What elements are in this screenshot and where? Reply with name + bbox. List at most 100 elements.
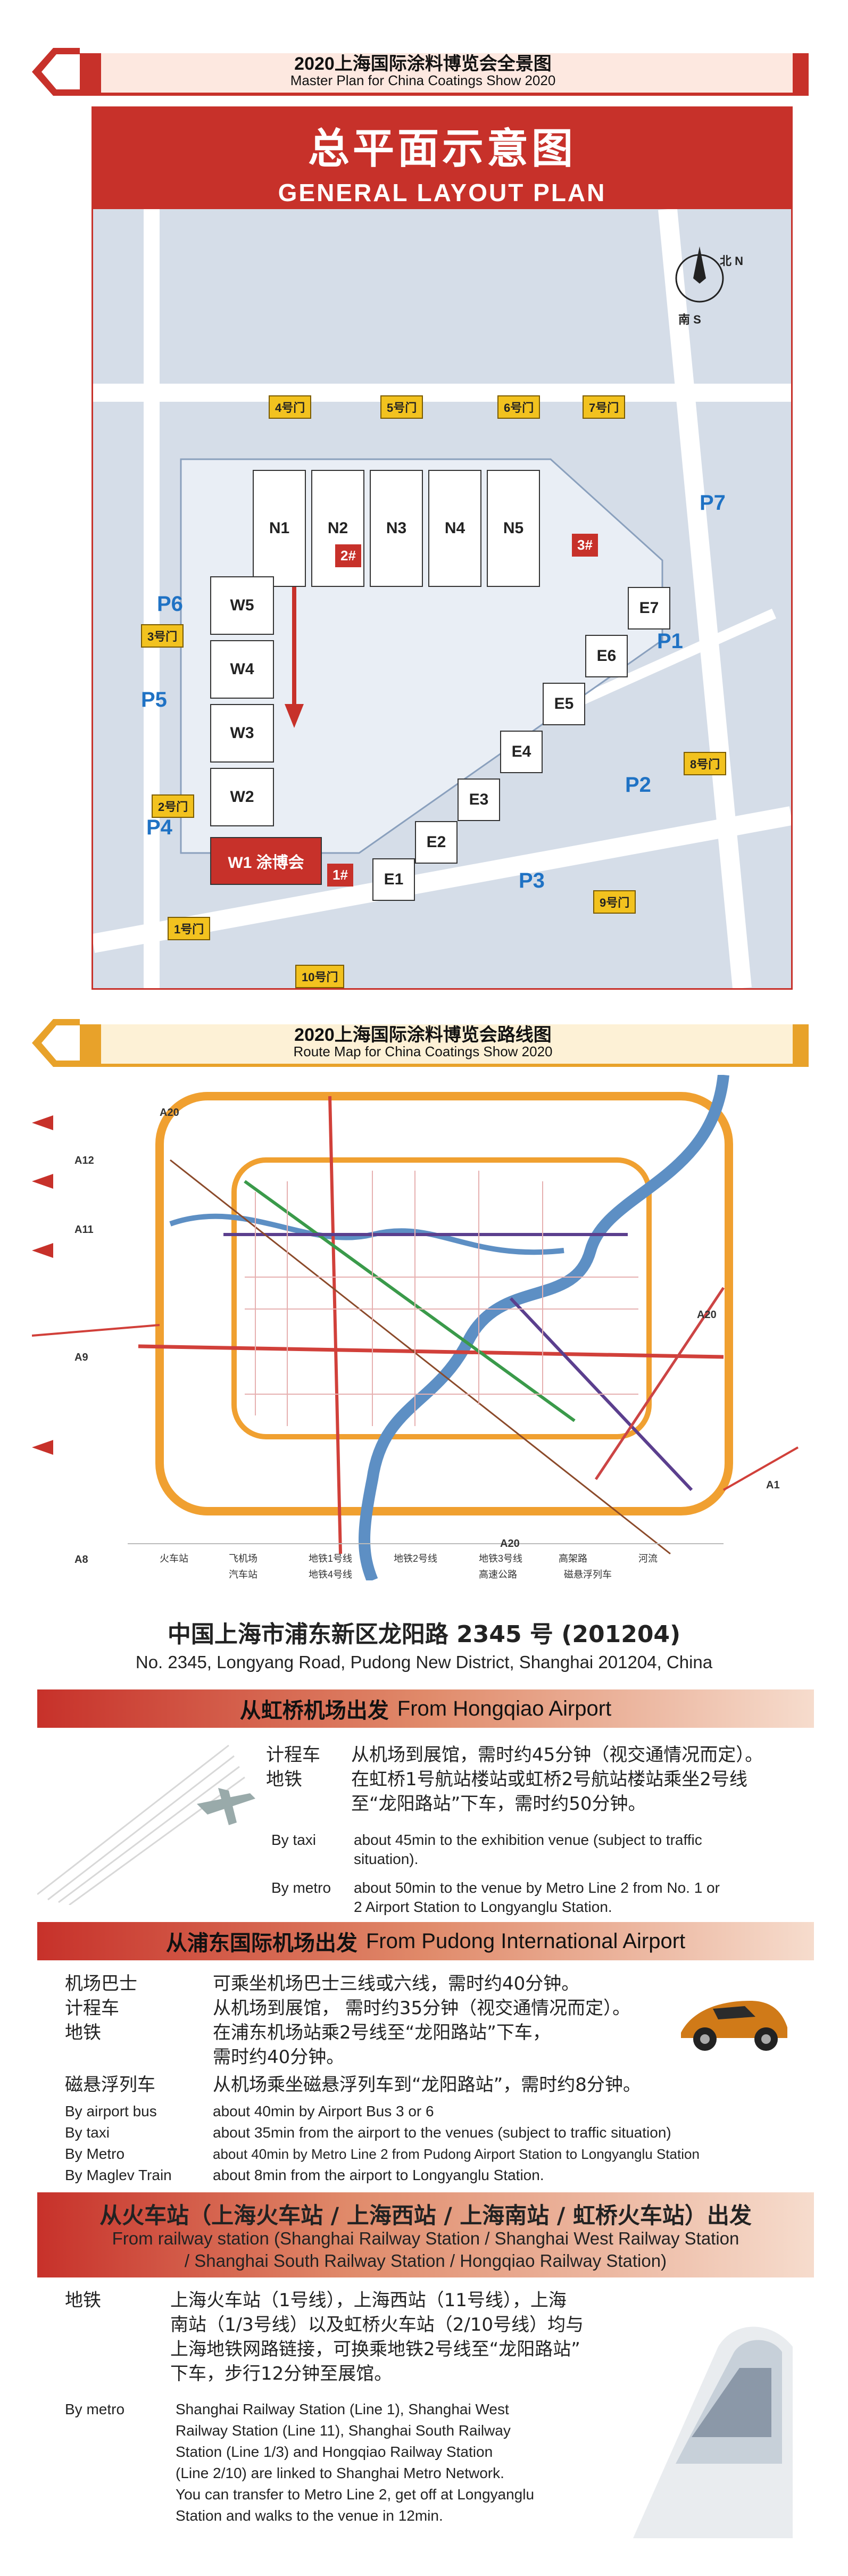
legend-airport: 飞机场 (229, 1553, 257, 1564)
railway-en-line-1: Shanghai Railway Station (Line 1), Shang… (176, 2401, 509, 2417)
legend-metro-3: 地铁3号线 (479, 1553, 523, 1564)
hongqiao-cn-metro-text: 在虹桥1号航站楼站或虹桥2号航站楼站乘坐2号线 (351, 1769, 747, 1790)
hongqiao-en-taxi-text-2: situation). (354, 1851, 419, 1867)
plan-banner: 2020上海国际涂料博览会全景图 Master Plan for China C… (32, 43, 814, 101)
hongqiao-cn-taxi-text: 从机场到展馆，需时约45分钟（视交通情况而定）。 (351, 1744, 763, 1766)
hall-n5: N5 (487, 470, 540, 587)
banner-ribbon-graphic (32, 48, 809, 96)
railway-en-line-4: (Line 2/10) are linked to Shanghai Metro… (176, 2465, 504, 2481)
railway-en-line-5: You can transfer to Metro Line 2, get of… (176, 2486, 535, 2503)
hongqiao-en-taxi-label: By taxi (271, 1832, 317, 1848)
legend-train-station: 火车站 (160, 1553, 188, 1564)
gate-3: 3号门 (141, 624, 184, 648)
pudong-en-taxi-label: By taxi (65, 2124, 110, 2141)
parking-p7: P7 (700, 491, 726, 515)
hall-w3: W3 (210, 704, 274, 763)
hall-e4: E4 (500, 731, 543, 773)
road-a20-east: A20 (697, 1309, 717, 1321)
car-illustration (681, 2001, 787, 2051)
route-ribbon-graphic (32, 1019, 809, 1067)
pudong-en-maglev-text: about 8min from the airport to Longyangl… (213, 2167, 544, 2183)
section-pudong-header: 从浦东国际机场出发 From Pudong International Airp… (37, 1922, 814, 1960)
parking-p2: P2 (625, 773, 651, 797)
railway-en-line-3: Station (Line 1/3) and Hongqiao Railway … (176, 2444, 493, 2460)
gate-10: 10号门 (295, 965, 345, 988)
legend-maglev: 磁悬浮列车 (564, 1569, 612, 1580)
hall-n3: N3 (370, 470, 423, 587)
railway-title-en-2: / Shanghai South Railway Station / Hongq… (184, 2251, 667, 2271)
pudong-en-taxi-text: about 35min from the airport to the venu… (213, 2124, 671, 2141)
hongqiao-en-taxi-text: about 45min to the exhibition venue (sub… (354, 1832, 702, 1848)
railway-cn-label: 地铁 (65, 2290, 101, 2311)
road-a20-north: A20 (160, 1107, 179, 1119)
route-banner-title-cn: 2020上海国际涂料博览会路线图 (294, 1025, 552, 1045)
entrance-1: 1# (327, 864, 353, 887)
legend-expressway: 高速公路 (479, 1569, 517, 1580)
gate-2: 2号门 (152, 794, 195, 818)
hall-e2: E2 (415, 821, 458, 864)
road-a1: A1 (766, 1479, 780, 1491)
parking-p4: P4 (146, 816, 172, 839)
route-banner-title-en: Route Map for China Coatings Show 2020 (293, 1043, 553, 1059)
railway-title-cn: 从火车站（上海火车站 / 上海西站 / 上海南站 / 虹桥火车站）出发 (99, 2202, 752, 2229)
hall-w4: W4 (210, 640, 274, 699)
pudong-title-en: From Pudong International Airport (365, 1929, 686, 1953)
hongqiao-en-metro-label: By metro (271, 1879, 331, 1896)
section-hongqiao-header: 从虹桥机场出发 From Hongqiao Airport (37, 1689, 814, 1728)
pudong-cn-maglev-text: 从机场乘坐磁悬浮列车到“龙阳路站”，需时约8分钟。 (213, 2074, 641, 2095)
pudong-cn-taxi-label: 计程车 (65, 1998, 119, 2019)
parking-p1: P1 (657, 629, 683, 653)
route-map: A20 A12 A11 A9 A8 A1 A20 A20 火车站 飞机场 地铁1… (31, 1074, 814, 1583)
pudong-title-cn: 从浦东国际机场出发 (165, 1932, 358, 1955)
route-map-graphic (31, 1074, 814, 1583)
railway-en-line-6: Station and walks to the venue in 12min. (176, 2507, 443, 2524)
hongqiao-en-metro-text-2: 2 Airport Station to Longyanglu Station. (354, 1899, 612, 1915)
pudong-en-maglev-label: By Maglev Train (65, 2167, 172, 2183)
airplane-illustration (37, 1744, 255, 1905)
parking-p3: P3 (519, 869, 545, 892)
train-illustration (633, 2326, 793, 2538)
plan-header: 总平面示意图 GENERAL LAYOUT PLAN (93, 108, 791, 209)
legend-metro-1: 地铁1号线 (309, 1553, 353, 1564)
road-a8: A8 (74, 1554, 88, 1566)
hongqiao-en-metro-text: about 50min to the venue by Metro Line 2… (354, 1879, 720, 1896)
hall-n1: N1 (253, 470, 306, 587)
parking-p5: P5 (141, 688, 167, 711)
pudong-cn-taxi-text: 从机场到展馆， 需时约35分钟（视交通情况而定）。 (213, 1998, 631, 2019)
gate-5: 5号门 (380, 395, 423, 419)
pudong-cn-bus-text: 可乘坐机场巴士三线或六线，需时约40分钟。 (213, 1973, 580, 1994)
hall-e7: E7 (628, 587, 670, 629)
section-railway-header: 从火车站（上海火车站 / 上海西站 / 上海南站 / 虹桥火车站）出发 From… (37, 2192, 814, 2277)
gate-1: 1号门 (168, 917, 211, 940)
legend-river: 河流 (638, 1553, 658, 1564)
compass-south: 南 S (678, 313, 701, 326)
pudong-cn-metro-text-2: 需时约40分钟。 (213, 2047, 345, 2068)
railway-en-label: By metro (65, 2401, 125, 2417)
hall-e5: E5 (543, 683, 585, 725)
hongqiao-cn-metro-text-2: 至“龙阳路站”下车，需时约50分钟。 (351, 1793, 646, 1815)
road-a9: A9 (74, 1352, 88, 1363)
hall-w2: W2 (210, 768, 274, 826)
pudong-en-metro-label: By Metro (65, 2146, 125, 2162)
compass-north: 北 N (720, 254, 744, 268)
entrance-2: 2# (335, 544, 361, 567)
legend-elevated-road: 高架路 (559, 1553, 587, 1564)
railway-cn-line-1: 上海火车站（1号线），上海西站（11号线），上海 (170, 2290, 567, 2311)
gate-6: 6号门 (497, 395, 541, 419)
plan-title-cn: 总平面示意图 (307, 125, 576, 173)
railway-cn-line-3: 上海地铁网路链接，可换乘地铁2号线至“龙阳路站” (170, 2339, 580, 2360)
legend-bus-station: 汽车站 (229, 1569, 257, 1580)
hongqiao-title-en: From Hongqiao Airport (397, 1696, 612, 1720)
entrance-3: 3# (572, 534, 598, 557)
pudong-cn-metro-text: 在浦东机场站乘2号线至“龙阳路站”下车， (213, 2022, 551, 2043)
railway-title-en-1: From railway station (Shanghai Railway S… (112, 2229, 739, 2248)
pudong-cn-maglev-label: 磁悬浮列车 (65, 2074, 155, 2095)
pudong-en-bus-label: By airport bus (65, 2103, 157, 2119)
legend-metro-2: 地铁2号线 (394, 1553, 438, 1564)
pudong-en-bus-text: about 40min by Airport Bus 3 or 6 (213, 2103, 434, 2119)
hall-e3: E3 (458, 778, 500, 821)
hongqiao-cn-taxi-label: 计程车 (266, 1744, 320, 1766)
gate-8: 8号门 (684, 752, 727, 775)
plan-banner-title-en: Master Plan for China Coatings Show 2020 (290, 72, 556, 88)
road-a20-south: A20 (500, 1538, 520, 1550)
